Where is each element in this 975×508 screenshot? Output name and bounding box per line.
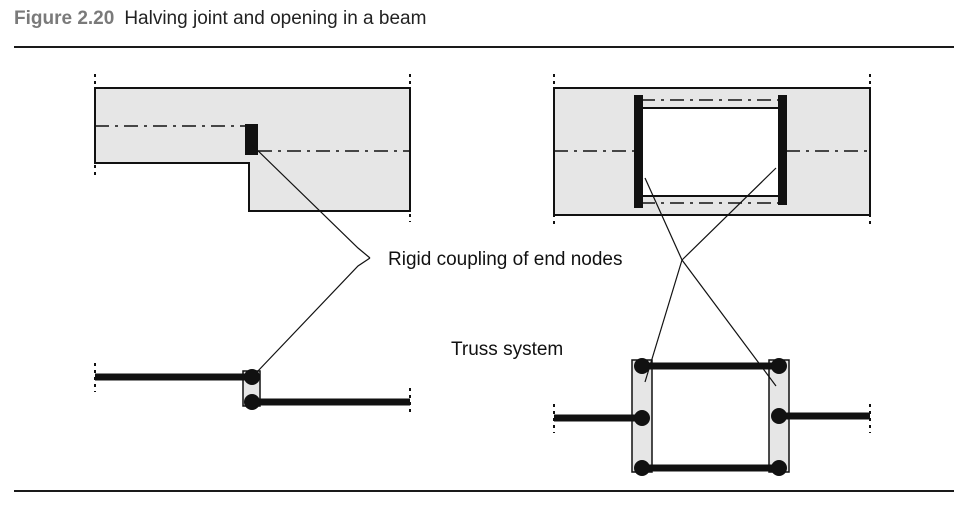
truss-node-left-top xyxy=(634,358,650,374)
bottom-rule xyxy=(14,490,954,492)
label-truss-system: Truss system xyxy=(451,339,563,360)
label-rigid-coupling: Rigid coupling of end nodes xyxy=(388,249,623,270)
leader-halving-bottom xyxy=(256,257,371,373)
leader-opening-top-right xyxy=(681,167,777,261)
truss-node-right-bottom xyxy=(771,460,787,476)
opening-left-rigid-link xyxy=(634,95,643,208)
leader-truss-left xyxy=(644,259,683,383)
top-rule xyxy=(14,46,954,48)
opening-right-rigid-link xyxy=(778,95,787,205)
truss-node-left-mid xyxy=(634,410,650,426)
halving-joint-beam xyxy=(94,74,411,222)
figure-caption: Figure 2.20 Halving joint and opening in … xyxy=(14,8,426,30)
truss-node-left-bottom xyxy=(634,460,650,476)
halving-model-node-upper xyxy=(244,369,260,385)
leader-truss-right xyxy=(681,259,777,387)
opening-beam xyxy=(553,74,871,228)
leader-halving-top xyxy=(251,144,371,259)
halving-rigid-link xyxy=(245,124,258,155)
leader-opening-top-left xyxy=(644,177,683,261)
truss-node-right-top xyxy=(771,358,787,374)
figure-number: Figure 2.20 xyxy=(14,8,115,29)
leader-lines xyxy=(251,144,777,387)
halving-model-node-lower xyxy=(244,394,260,410)
figure-title: Halving joint and opening in a beam xyxy=(124,8,427,29)
truss-system-model xyxy=(553,358,871,476)
truss-node-right-mid xyxy=(771,408,787,424)
opening-hole xyxy=(640,107,782,197)
halving-joint-model xyxy=(94,363,411,416)
